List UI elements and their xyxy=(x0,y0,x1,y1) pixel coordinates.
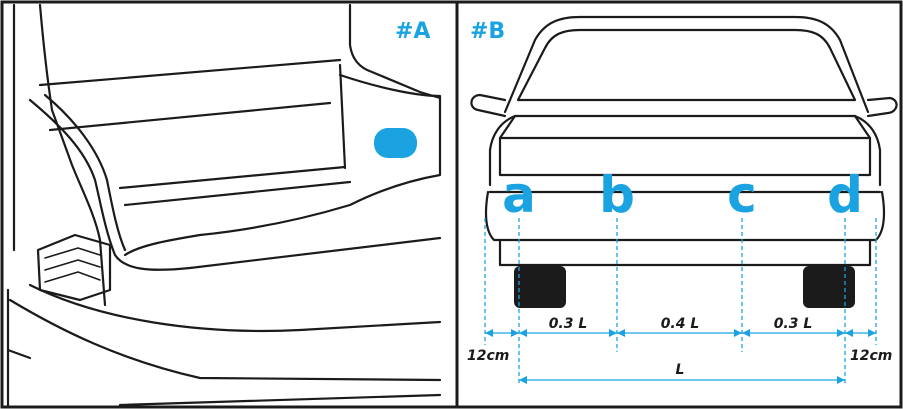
right-mirror xyxy=(866,96,898,118)
right-tire xyxy=(803,266,855,308)
left-tire xyxy=(514,266,566,308)
dim-label-seg1: 0.3 L xyxy=(549,316,588,332)
point-b-label: b xyxy=(599,166,635,224)
panel-b-car-illustration xyxy=(470,15,898,308)
body-lower xyxy=(498,238,872,267)
rear-window xyxy=(516,28,857,102)
trunk-inner-corner xyxy=(338,63,347,170)
dim-label-total: L xyxy=(676,362,685,378)
panel-a-trunk-illustration xyxy=(6,3,442,407)
rear-bumper xyxy=(484,190,886,242)
tail-light-lines xyxy=(44,247,101,283)
dimension-row-1 xyxy=(485,329,876,337)
dim-label-seg2: 0.4 L xyxy=(661,316,700,332)
trunk-floor-line-1 xyxy=(118,165,347,190)
trunk-right-wall xyxy=(123,73,442,257)
point-d-label: d xyxy=(827,166,863,224)
bumper-bottom xyxy=(118,393,442,407)
left-mirror xyxy=(470,93,507,118)
car-body-detail xyxy=(6,348,32,360)
trunk-side-outer xyxy=(38,3,107,307)
bumper-edge xyxy=(28,283,442,333)
dimension-row-total xyxy=(519,376,845,384)
trunk-lid-top xyxy=(498,114,872,140)
body-shoulder xyxy=(488,114,882,187)
trunk-opening-lip-inner xyxy=(43,93,127,252)
panel-b-label: #B xyxy=(470,19,505,44)
trunk-lid-panel xyxy=(498,136,872,177)
dim-label-seg3: 0.3 L xyxy=(774,316,813,332)
trunk-lid-right xyxy=(348,3,442,100)
trunk-back-line-2 xyxy=(48,101,332,132)
roof-outline xyxy=(503,15,870,114)
point-a-label: a xyxy=(502,166,536,224)
trunk-floor-line-2 xyxy=(123,180,352,207)
point-c-label: c xyxy=(727,166,757,224)
panel-a-label: #A xyxy=(395,19,430,44)
trunk-back-line-1 xyxy=(38,58,342,87)
tail-light-outer xyxy=(36,233,112,302)
dim-label-right-margin: 12cm xyxy=(850,348,892,364)
dim-label-left-margin: 12cm xyxy=(467,348,509,364)
bumper-top xyxy=(8,298,442,382)
trunk-opening-lip-outer xyxy=(28,98,442,271)
sensor-pad xyxy=(374,128,417,158)
